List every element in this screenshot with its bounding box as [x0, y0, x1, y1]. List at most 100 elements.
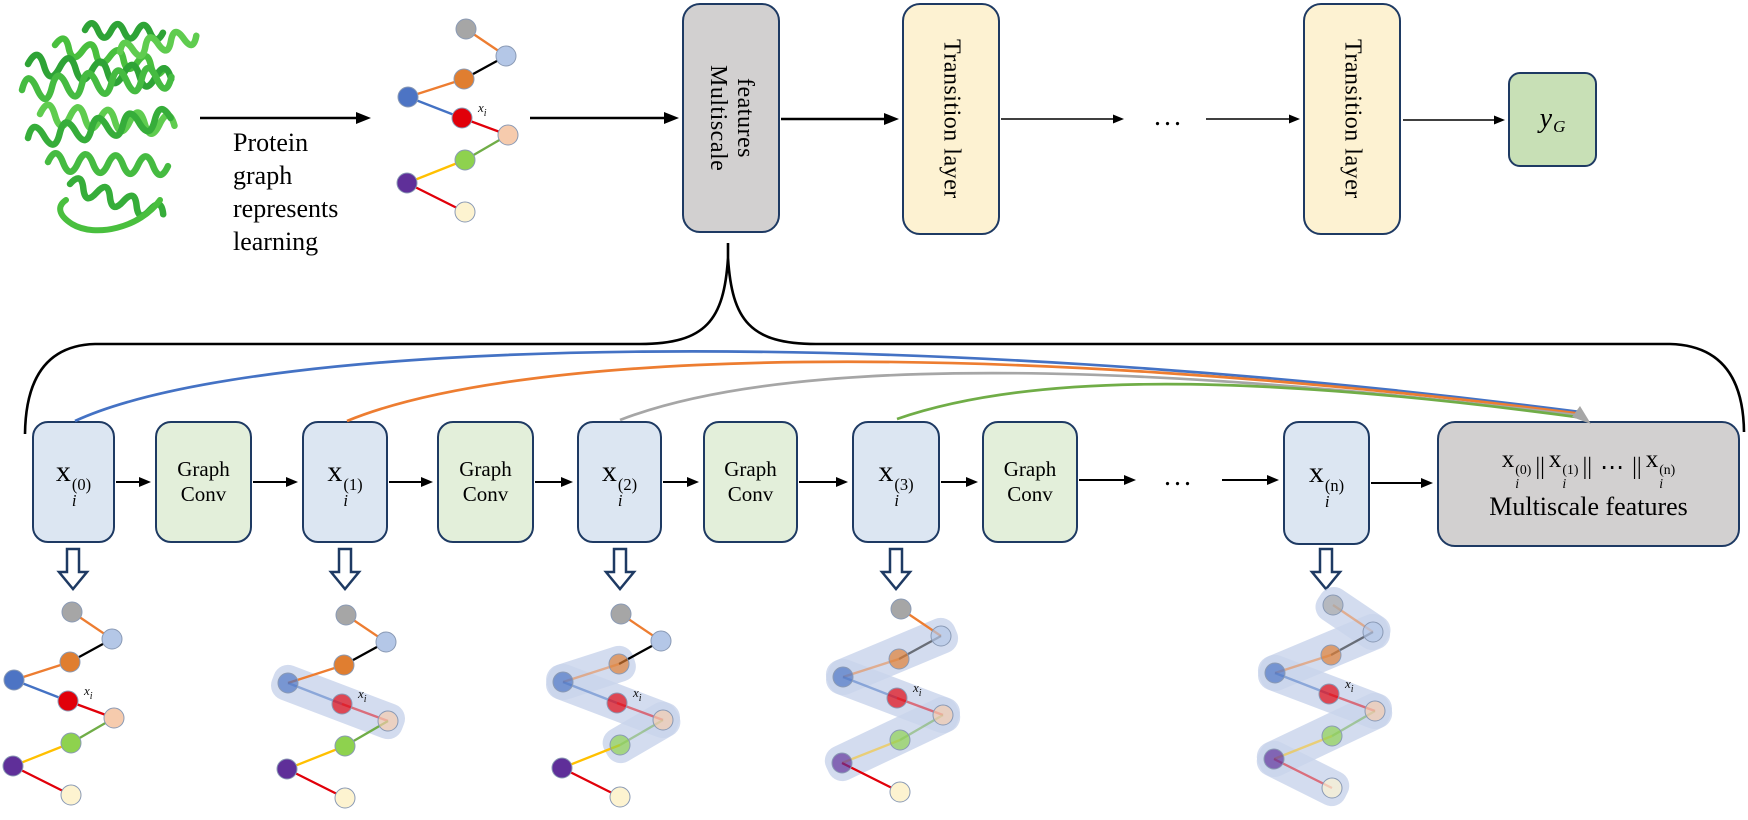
graph-node-lightblue	[1362, 621, 1384, 643]
node-xi-label: xi	[1344, 676, 1354, 695]
graph-node-gray	[335, 604, 357, 626]
node-xi-label: xi	[477, 100, 487, 119]
skip-curve-x1	[346, 360, 1583, 423]
graph-node-orange	[59, 651, 81, 673]
output-yg-box: yG	[1508, 72, 1597, 167]
concat-formula-line2: Multiscale features	[1489, 492, 1688, 522]
graph-edge	[286, 744, 346, 771]
ellipsis-bottom: ...	[1164, 461, 1194, 492]
graph-edge	[620, 613, 662, 642]
graph-node-red	[886, 687, 908, 709]
graph-node-blue	[277, 672, 299, 694]
block-down-arrow	[603, 547, 637, 591]
graph-conv-box-4: Graph Conv	[982, 421, 1078, 543]
graph-conv-box-2: Graph Conv	[437, 421, 534, 543]
graph-edge	[842, 657, 900, 679]
graph-node-purple	[2, 755, 24, 777]
graph-conv-1-label: Graph Conv	[177, 457, 230, 506]
graph-edge	[561, 766, 621, 799]
concat-term: x(1)i	[1548, 445, 1579, 491]
graph-under-x2: xi	[545, 603, 681, 808]
skip-curve-x0	[74, 350, 1581, 423]
graph-node-purple	[551, 757, 573, 779]
graph-edge	[1330, 630, 1374, 657]
graph-node-red	[451, 107, 473, 129]
receptive-field-highlight	[270, 664, 406, 740]
graph-node-peach	[1364, 700, 1386, 722]
graph-node-blue	[552, 671, 574, 693]
receptive-field-highlight	[1315, 586, 1391, 651]
graph-node-peach	[497, 124, 519, 146]
graph-edge	[12, 764, 72, 797]
graph-edge	[841, 761, 901, 794]
protein-graph-caption: Protein graph represents learning	[233, 128, 339, 256]
graph-edge	[1331, 710, 1376, 737]
graph-conv-2-label: Graph Conv	[459, 457, 512, 506]
x3-label: x(3)i	[878, 455, 914, 510]
receptive-field-highlight	[602, 701, 681, 764]
graph-edge	[286, 767, 346, 800]
graph-edge	[898, 634, 942, 661]
graph-conv-4-label: Graph Conv	[1003, 457, 1057, 506]
graph-edge	[13, 660, 71, 682]
graph-node-green	[60, 732, 82, 754]
multiscale-features-box: Multiscale features	[682, 3, 780, 233]
graph-node-purple	[396, 172, 418, 194]
graph-conv-box-3: Graph Conv	[703, 421, 798, 543]
graph-node-blue	[1264, 662, 1286, 684]
graph-edge	[896, 696, 944, 717]
receptive-field-highlight	[545, 663, 681, 739]
graph-node-peach	[932, 704, 954, 726]
graph-node-red	[331, 693, 353, 715]
graph-node-lightblue	[650, 630, 672, 652]
graph-edge	[287, 663, 345, 685]
graph-edge	[464, 134, 509, 161]
node-xi-label: xi	[632, 685, 642, 704]
transition-layer-1-label: Transition layer	[938, 39, 965, 199]
graph-node-blue	[397, 86, 419, 108]
x3-box: x(3)i	[852, 421, 940, 543]
graph-edge	[67, 699, 115, 720]
graph-edge	[562, 680, 618, 705]
graph-node-peach	[377, 710, 399, 732]
skip-curve-x3	[896, 382, 1585, 421]
graph-edge	[344, 720, 389, 747]
graph-edge	[841, 738, 901, 765]
output-yg-label: yG	[1539, 102, 1566, 136]
graph-node-red	[1318, 683, 1340, 705]
receptive-field-highlight	[546, 645, 636, 701]
x0-box: x(0)i	[32, 421, 115, 543]
graph-edge	[1332, 604, 1374, 633]
graph-node-red	[57, 690, 79, 712]
graph-edge	[406, 158, 466, 185]
graph-edge	[465, 28, 507, 57]
graph-edge	[69, 637, 113, 664]
graph-node-orange	[1320, 644, 1342, 666]
graph-node-peach	[103, 707, 125, 729]
graph-edge	[1274, 653, 1332, 675]
graph-node-green	[454, 149, 476, 171]
graph-node-cream	[609, 786, 631, 808]
graph-edge	[1273, 757, 1333, 790]
graph-node-purple	[276, 758, 298, 780]
graph-edge	[13, 678, 69, 703]
concat-separator: ⋯	[1600, 455, 1625, 482]
graph-edge	[341, 702, 389, 723]
graph-node-cream	[334, 787, 356, 809]
graph-node-gray	[890, 598, 912, 620]
graph-node-blue	[832, 666, 854, 688]
receptive-field-highlight	[1256, 692, 1393, 778]
protein-graph-top: xi	[396, 18, 519, 223]
receptive-field-highlight	[825, 658, 961, 734]
graph-node-lightblue	[375, 631, 397, 653]
x2-box: x(2)i	[577, 421, 662, 543]
graph-node-purple	[831, 752, 853, 774]
graph-edge	[12, 741, 72, 768]
graph-node-cream	[60, 784, 82, 806]
skip-curve-x2	[619, 371, 1584, 422]
ellipsis-top: ...	[1154, 101, 1184, 132]
graph-edge	[1328, 692, 1376, 713]
graph-node-cream	[454, 201, 476, 223]
node-xi-label: xi	[357, 686, 367, 705]
